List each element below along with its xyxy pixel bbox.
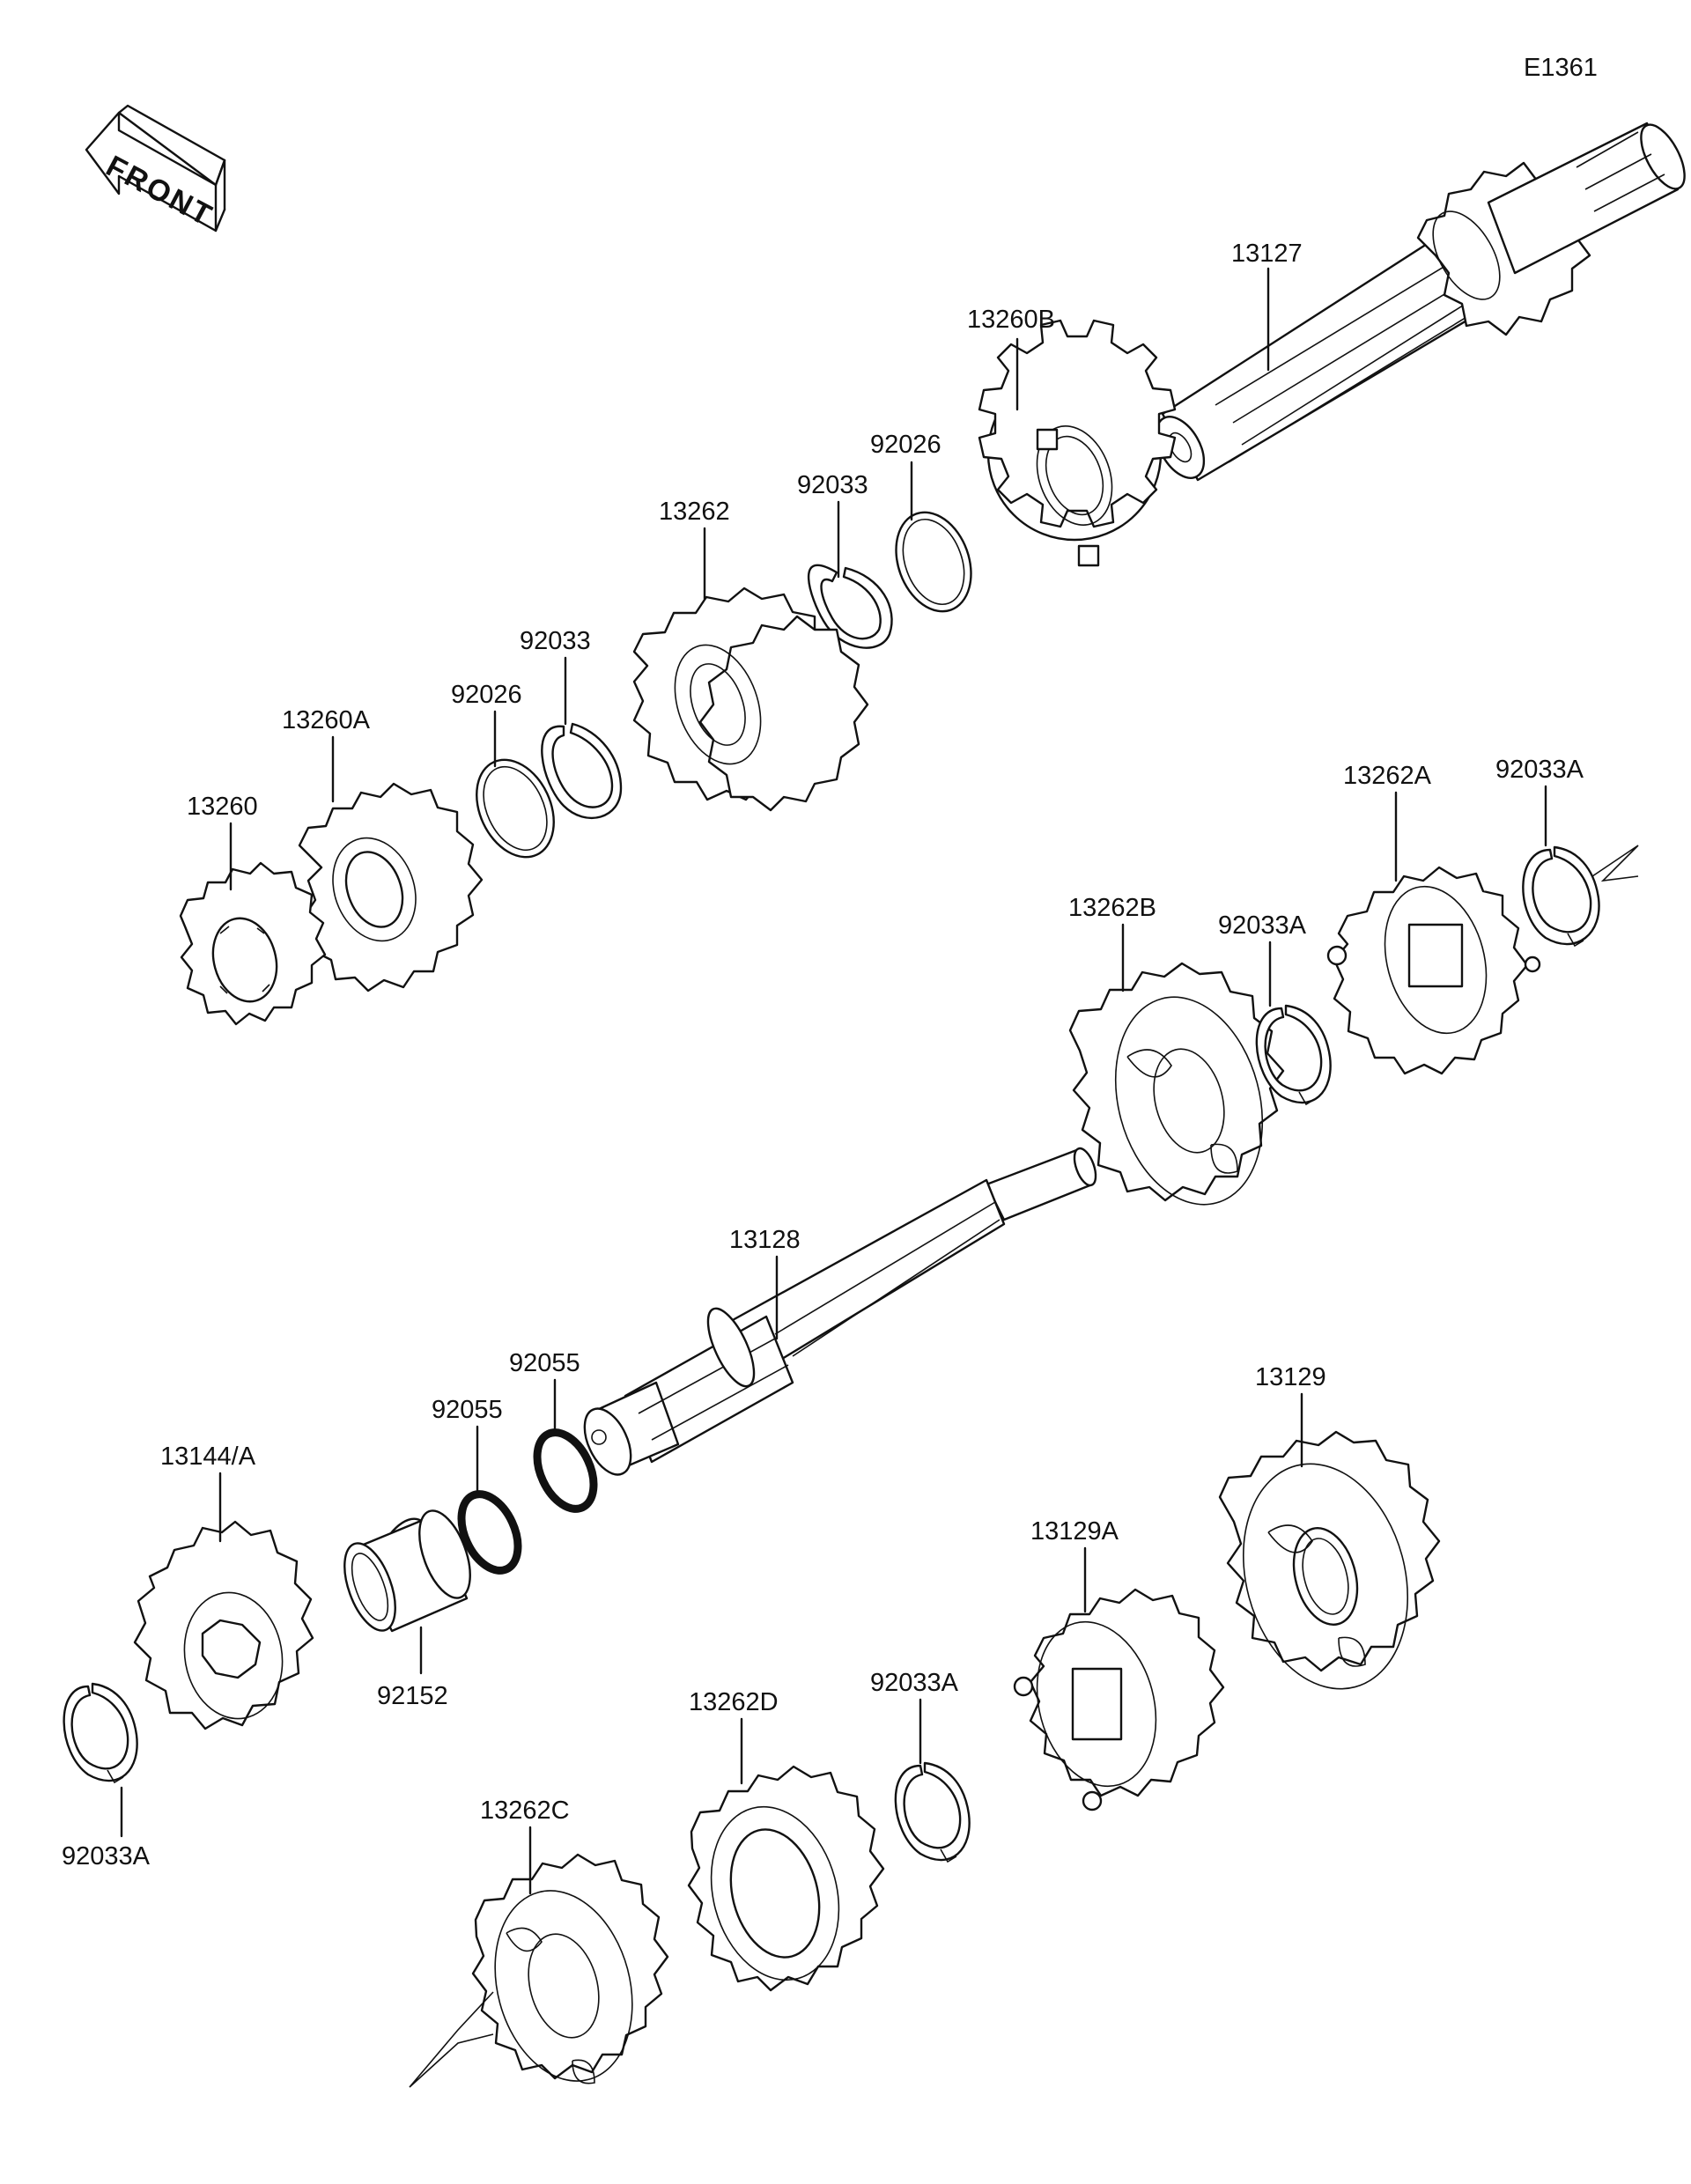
- part-label-13262c: 13262C: [480, 1797, 570, 1825]
- diagram-id: E1361: [1524, 54, 1598, 82]
- part-label-92152: 92152: [377, 1682, 448, 1710]
- part-label-13129: 13129: [1255, 1363, 1326, 1391]
- part-label-92033-top: 92033: [797, 471, 868, 499]
- part-label-13144a: 13144/A: [160, 1442, 256, 1471]
- shaft-13128: [583, 1147, 1097, 1476]
- gear-13260a: [298, 782, 484, 992]
- part-label-92033a-mid: 92033A: [1218, 911, 1307, 940]
- part-label-13262d: 13262D: [689, 1688, 779, 1716]
- shaft-axis-arrow-left: [409, 1991, 494, 2088]
- gear-13129a: [1013, 1588, 1225, 1811]
- part-label-13128: 13128: [729, 1226, 801, 1254]
- part-label-92033-mid: 92033: [520, 627, 591, 655]
- snapring-92033a-mid: [1255, 1004, 1332, 1106]
- ring-92026-top: [895, 511, 972, 613]
- shaft-axis-arrow-right: [1591, 845, 1639, 882]
- part-label-13262a: 13262A: [1343, 762, 1432, 790]
- part-label-92033a-left: 92033A: [62, 1842, 151, 1870]
- snapring-92033-mid: [541, 722, 623, 820]
- gear-13262c: [471, 1853, 669, 2084]
- part-label-13260: 13260: [187, 793, 258, 821]
- gear-13262d: [687, 1765, 885, 1992]
- part-label-92055-left: 92055: [432, 1396, 503, 1424]
- part-label-92026-mid: 92026: [451, 681, 522, 709]
- front-arrow-icon: FRONT: [85, 104, 226, 233]
- part-label-13262: 13262: [659, 498, 730, 526]
- gear-13262b: [1068, 962, 1285, 1206]
- part-label-92055-right: 92055: [509, 1349, 580, 1377]
- shaft-13127: [1155, 122, 1686, 482]
- snapring-92033a-right: [1522, 845, 1600, 948]
- part-label-13260a: 13260A: [282, 706, 371, 734]
- gear-13262a: [1326, 866, 1541, 1075]
- part-label-92026-top: 92026: [870, 431, 941, 459]
- gear-13260: [179, 861, 327, 1026]
- part-label-92033a-bottom: 92033A: [870, 1669, 959, 1697]
- sprocket-13144a: [133, 1520, 314, 1730]
- collar-92152: [343, 1509, 471, 1633]
- snapring-92033a-bottom: [894, 1761, 971, 1863]
- part-label-13262b: 13262B: [1068, 894, 1156, 922]
- oring-92055-left: [457, 1490, 522, 1575]
- part-label-13129a: 13129A: [1030, 1517, 1119, 1546]
- gear-13262: [632, 587, 869, 812]
- part-label-92033a-right: 92033A: [1495, 756, 1584, 784]
- part-label-13260b: 13260B: [967, 306, 1055, 334]
- gear-13129: [1218, 1430, 1441, 1690]
- oring-92055-right: [533, 1428, 598, 1513]
- snapring-92033-top: [807, 564, 893, 649]
- gear-13260b: [978, 319, 1177, 567]
- snapring-92033a-left: [63, 1682, 138, 1784]
- ring-92026-mid: [476, 758, 555, 859]
- part-label-13127: 13127: [1231, 240, 1303, 268]
